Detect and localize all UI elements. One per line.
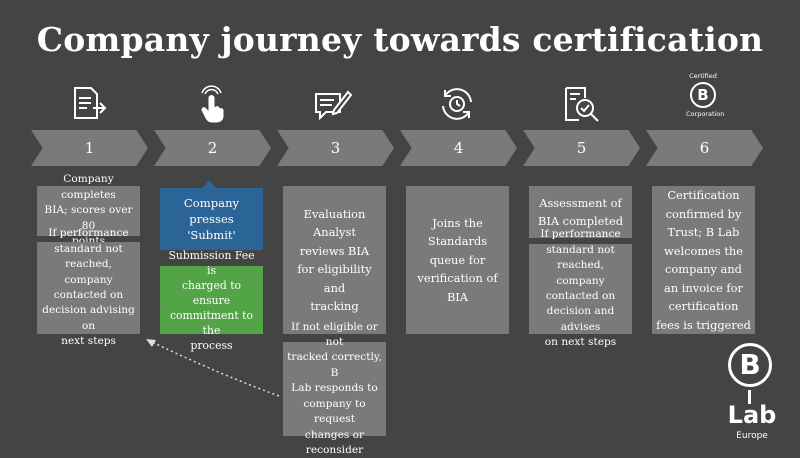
text-line: tracking bbox=[310, 299, 359, 313]
text-line: contacted on bbox=[53, 289, 124, 301]
text-line: standard not bbox=[546, 243, 615, 256]
step1-not-reached-box: If performance standard not reached, com… bbox=[37, 227, 140, 347]
text-line: fees is triggered bbox=[656, 317, 751, 332]
step6-certification-box: Certification confirmed by Trust; B Lab … bbox=[652, 186, 755, 334]
text-line: Standards bbox=[427, 234, 488, 249]
submit-pointer bbox=[202, 180, 216, 188]
certified-b-corporation-icon: Certified B Corporation bbox=[686, 72, 725, 128]
step-chevron-2 bbox=[154, 130, 271, 166]
speech-bubble-pen-icon bbox=[312, 84, 353, 124]
logo-region: Europe bbox=[736, 431, 768, 441]
text-line: Evaluation bbox=[303, 206, 366, 221]
document-arrow-icon bbox=[69, 84, 109, 124]
text-line: Assessment of bbox=[539, 195, 622, 210]
step-chevron-3 bbox=[277, 130, 394, 166]
text-line: Lab responds to bbox=[291, 382, 378, 395]
text-line: reconsider bbox=[305, 443, 364, 456]
logo-divider bbox=[748, 390, 751, 404]
text-line: and bbox=[323, 280, 346, 295]
text-line: Certification bbox=[667, 188, 740, 202]
text-line: If performance bbox=[48, 227, 129, 240]
text-line: Joins the bbox=[432, 215, 483, 230]
text-line: Company presses bbox=[183, 196, 240, 226]
text-line: BIA completed bbox=[537, 214, 624, 228]
text-line: If performance bbox=[540, 228, 621, 241]
text-line: 'Submit' bbox=[187, 228, 236, 242]
corporation-label: Corporation bbox=[686, 110, 725, 118]
text-line: company to request bbox=[303, 397, 366, 426]
step-chevron-4 bbox=[400, 130, 517, 166]
text-line: tracked correctly, B bbox=[287, 351, 382, 379]
text-line: welcomes the bbox=[663, 243, 744, 258]
step5-assessment-box: Assessment of BIA completed bbox=[529, 186, 632, 238]
text-line: changes or bbox=[304, 428, 365, 441]
step-number-3: 3 bbox=[330, 139, 341, 157]
text-line: BIA; scores over 80 bbox=[44, 204, 133, 232]
logo-b-letter: B bbox=[728, 343, 772, 387]
step-chevron-1 bbox=[31, 130, 148, 166]
text-line: If not eligible or not bbox=[291, 320, 378, 349]
step-chevron-5 bbox=[523, 130, 640, 166]
step-number-5: 5 bbox=[576, 139, 587, 157]
text-line: standard not bbox=[54, 242, 123, 255]
step-number-2: 2 bbox=[207, 139, 218, 157]
text-line: an invoice for bbox=[664, 280, 743, 295]
step2-submit-box: Company presses 'Submit' bbox=[160, 188, 263, 250]
text-line: BIA bbox=[446, 289, 469, 304]
text-line: certification bbox=[668, 299, 739, 313]
step4-queue-box: Joins the Standards queue for verificati… bbox=[406, 186, 509, 334]
text-line: on next steps bbox=[544, 336, 617, 349]
text-line: decision advising on bbox=[42, 304, 135, 332]
text-line: next steps bbox=[61, 335, 116, 348]
text-line: reviews BIA bbox=[299, 243, 370, 258]
certified-label: Certified bbox=[689, 72, 717, 80]
text-line: charged to ensure bbox=[181, 278, 242, 307]
step-number-1: 1 bbox=[84, 139, 95, 157]
text-line: company and bbox=[665, 262, 742, 276]
text-line: reached, company bbox=[64, 258, 113, 286]
text-line: commitment to the bbox=[169, 308, 253, 337]
text-line: for eligibility bbox=[297, 262, 372, 276]
text-line: Trust; B Lab bbox=[667, 225, 740, 239]
logo-lab-word: Lab bbox=[727, 401, 777, 429]
step-number-6: 6 bbox=[699, 139, 710, 157]
text-line: reached, company bbox=[556, 259, 605, 287]
text-line: verification of bbox=[417, 271, 498, 286]
step-number-4: 4 bbox=[453, 139, 464, 157]
text-line: Company completes bbox=[61, 173, 116, 201]
hand-pointer-icon bbox=[192, 84, 232, 124]
text-line: contacted on bbox=[545, 290, 616, 302]
text-line: confirmed by bbox=[665, 206, 742, 221]
text-line: process bbox=[190, 338, 233, 352]
step-chevron-6 bbox=[646, 130, 763, 166]
step5-not-reached-box: If performance standard not reached, com… bbox=[529, 228, 632, 348]
text-line: queue for bbox=[429, 252, 486, 267]
step3-not-eligible-box: If not eligible or not tracked correctly… bbox=[283, 321, 386, 456]
refresh-clock-icon bbox=[437, 84, 477, 124]
step3-evaluation-box: Evaluation Analyst reviews BIA for eligi… bbox=[283, 186, 386, 334]
document-magnifier-check-icon bbox=[561, 84, 601, 124]
text-line: Analyst bbox=[313, 225, 356, 239]
text-line: decision and advises bbox=[546, 305, 615, 333]
step2-fee-box: Submission Fee is charged to ensure comm… bbox=[160, 249, 263, 352]
b-letter: B bbox=[690, 82, 716, 108]
page-title: Company journey towards certification bbox=[36, 20, 764, 59]
b-lab-europe-logo: B Lab Europe bbox=[722, 343, 786, 443]
text-line: Submission Fee is bbox=[168, 248, 255, 277]
